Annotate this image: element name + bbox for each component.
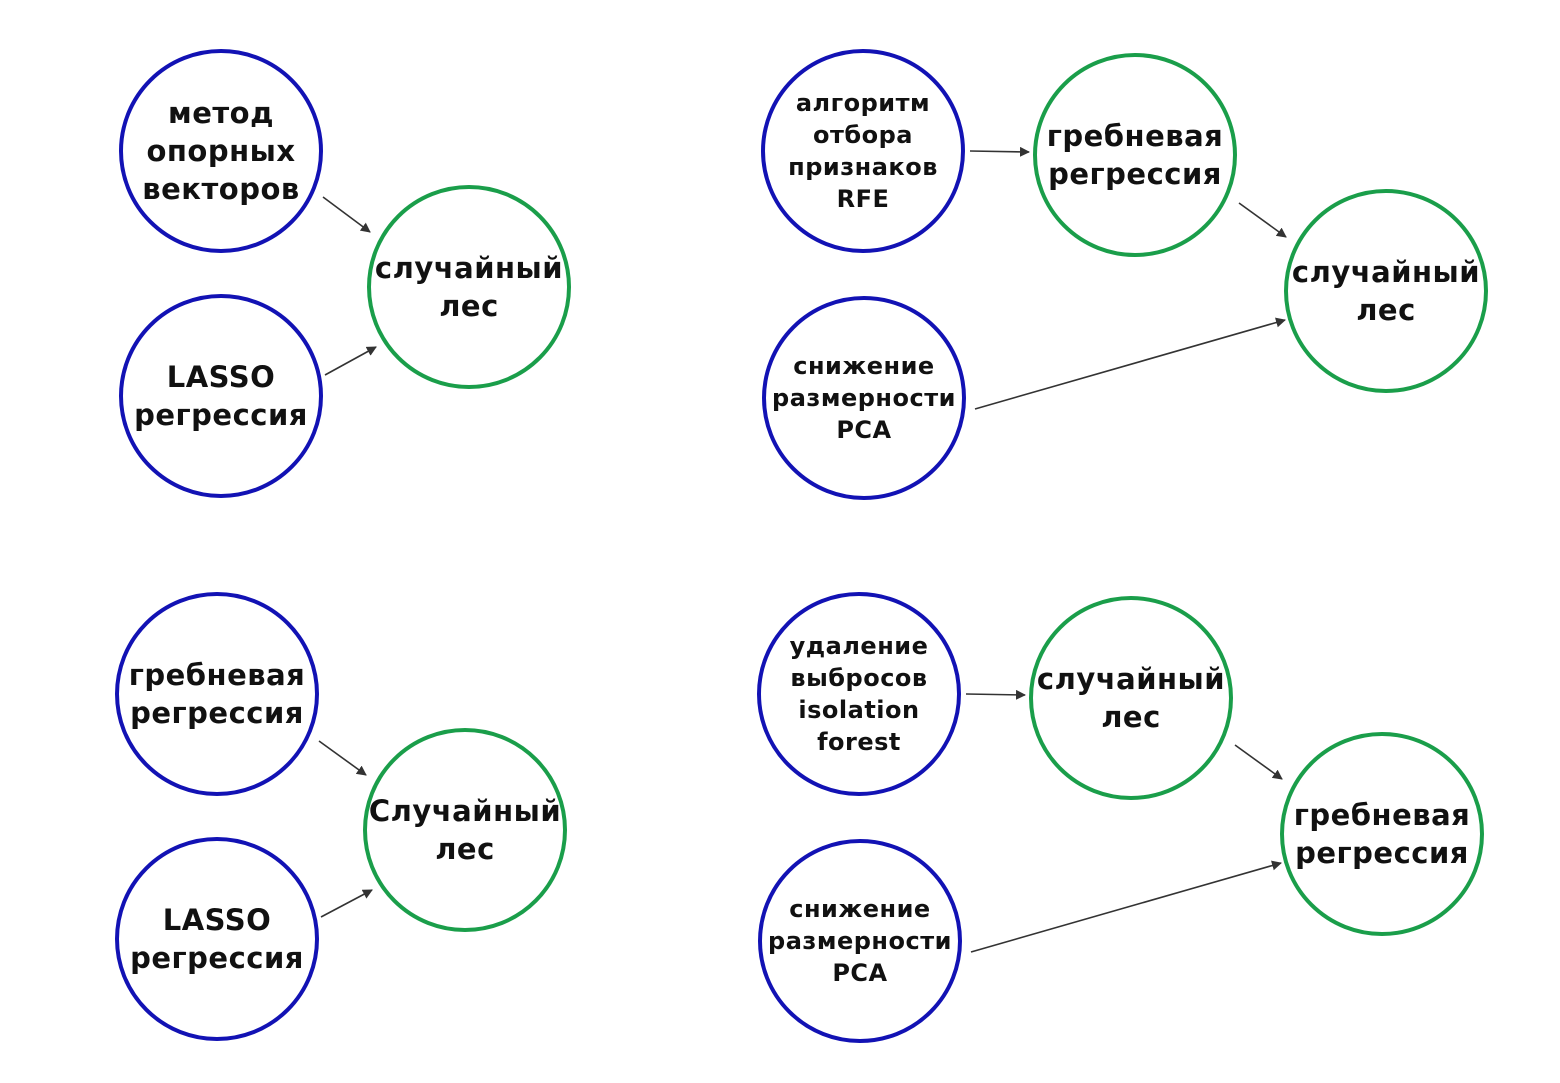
node-label: случайный лес [374, 251, 564, 323]
node-label: снижение размерности PCA [772, 352, 956, 444]
arrow-ridge-to-random-forest [1238, 202, 1287, 238]
node-label: гребневая регрессия [1046, 119, 1224, 191]
node-label: гребневая регрессия [1293, 798, 1471, 870]
node-label: снижение размерности PCA [768, 895, 952, 987]
node-label: случайный лес [1036, 662, 1226, 734]
arrow-svm-to-random-forest [322, 196, 371, 233]
arrow-ridge-to-random-forest [318, 740, 367, 776]
node-lasso: LASSO регрессия [119, 294, 323, 498]
node-ridge: гребневая регрессия [115, 592, 319, 796]
node-ridge: гребневая регрессия [1033, 53, 1237, 257]
node-label: гребневая регрессия [128, 658, 306, 730]
node-random-forest: случайный лес [1284, 189, 1488, 393]
node-random-forest: Случайный лес [363, 728, 567, 932]
node-label: LASSO регрессия [130, 903, 304, 975]
node-label: Случайный лес [368, 794, 562, 866]
arrow-rfe-to-ridge [969, 146, 1030, 157]
node-isolation-forest: удаление выбросов isolation forest [757, 592, 961, 796]
node-lasso: LASSO регрессия [115, 837, 319, 1041]
node-random-forest: случайный лес [1029, 596, 1233, 800]
node-label: алгоритм отбора признаков RFE [788, 89, 938, 213]
node-rfe: алгоритм отбора признаков RFE [761, 49, 965, 253]
node-ridge: гребневая регрессия [1280, 732, 1484, 936]
arrow-random-forest-to-ridge [1234, 744, 1283, 780]
node-label: LASSO регрессия [134, 360, 308, 432]
arrow-pca-to-ridge [970, 860, 1282, 953]
node-svm: метод опорных векторов [119, 49, 323, 253]
arrow-isolation-forest-to-random-forest [965, 689, 1026, 700]
node-label: удаление выбросов isolation forest [789, 632, 929, 756]
node-pca: снижение размерности PCA [758, 839, 962, 1043]
arrow-lasso-to-random-forest [324, 346, 377, 376]
arrow-pca-to-random-forest [974, 317, 1286, 410]
arrow-lasso-to-random-forest [320, 889, 373, 918]
node-pca: снижение размерности PCA [762, 296, 966, 500]
node-random-forest: случайный лес [367, 185, 571, 389]
node-label: метод опорных векторов [142, 96, 300, 206]
node-label: случайный лес [1291, 255, 1481, 327]
